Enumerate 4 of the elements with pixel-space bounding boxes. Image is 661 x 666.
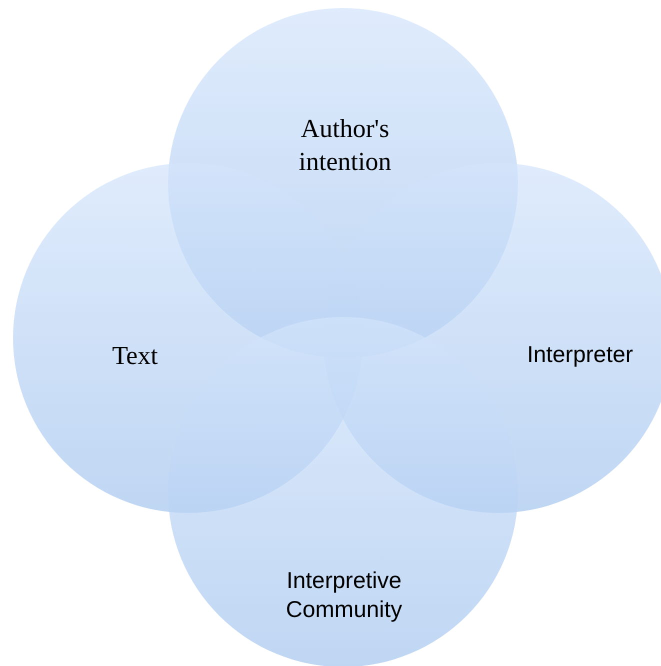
circle-label: Text (111, 340, 159, 372)
circle-label: Author's intention (298, 113, 392, 178)
circle-label: Interpreter (526, 340, 634, 369)
circle-label: Interpretive Community (284, 566, 404, 624)
